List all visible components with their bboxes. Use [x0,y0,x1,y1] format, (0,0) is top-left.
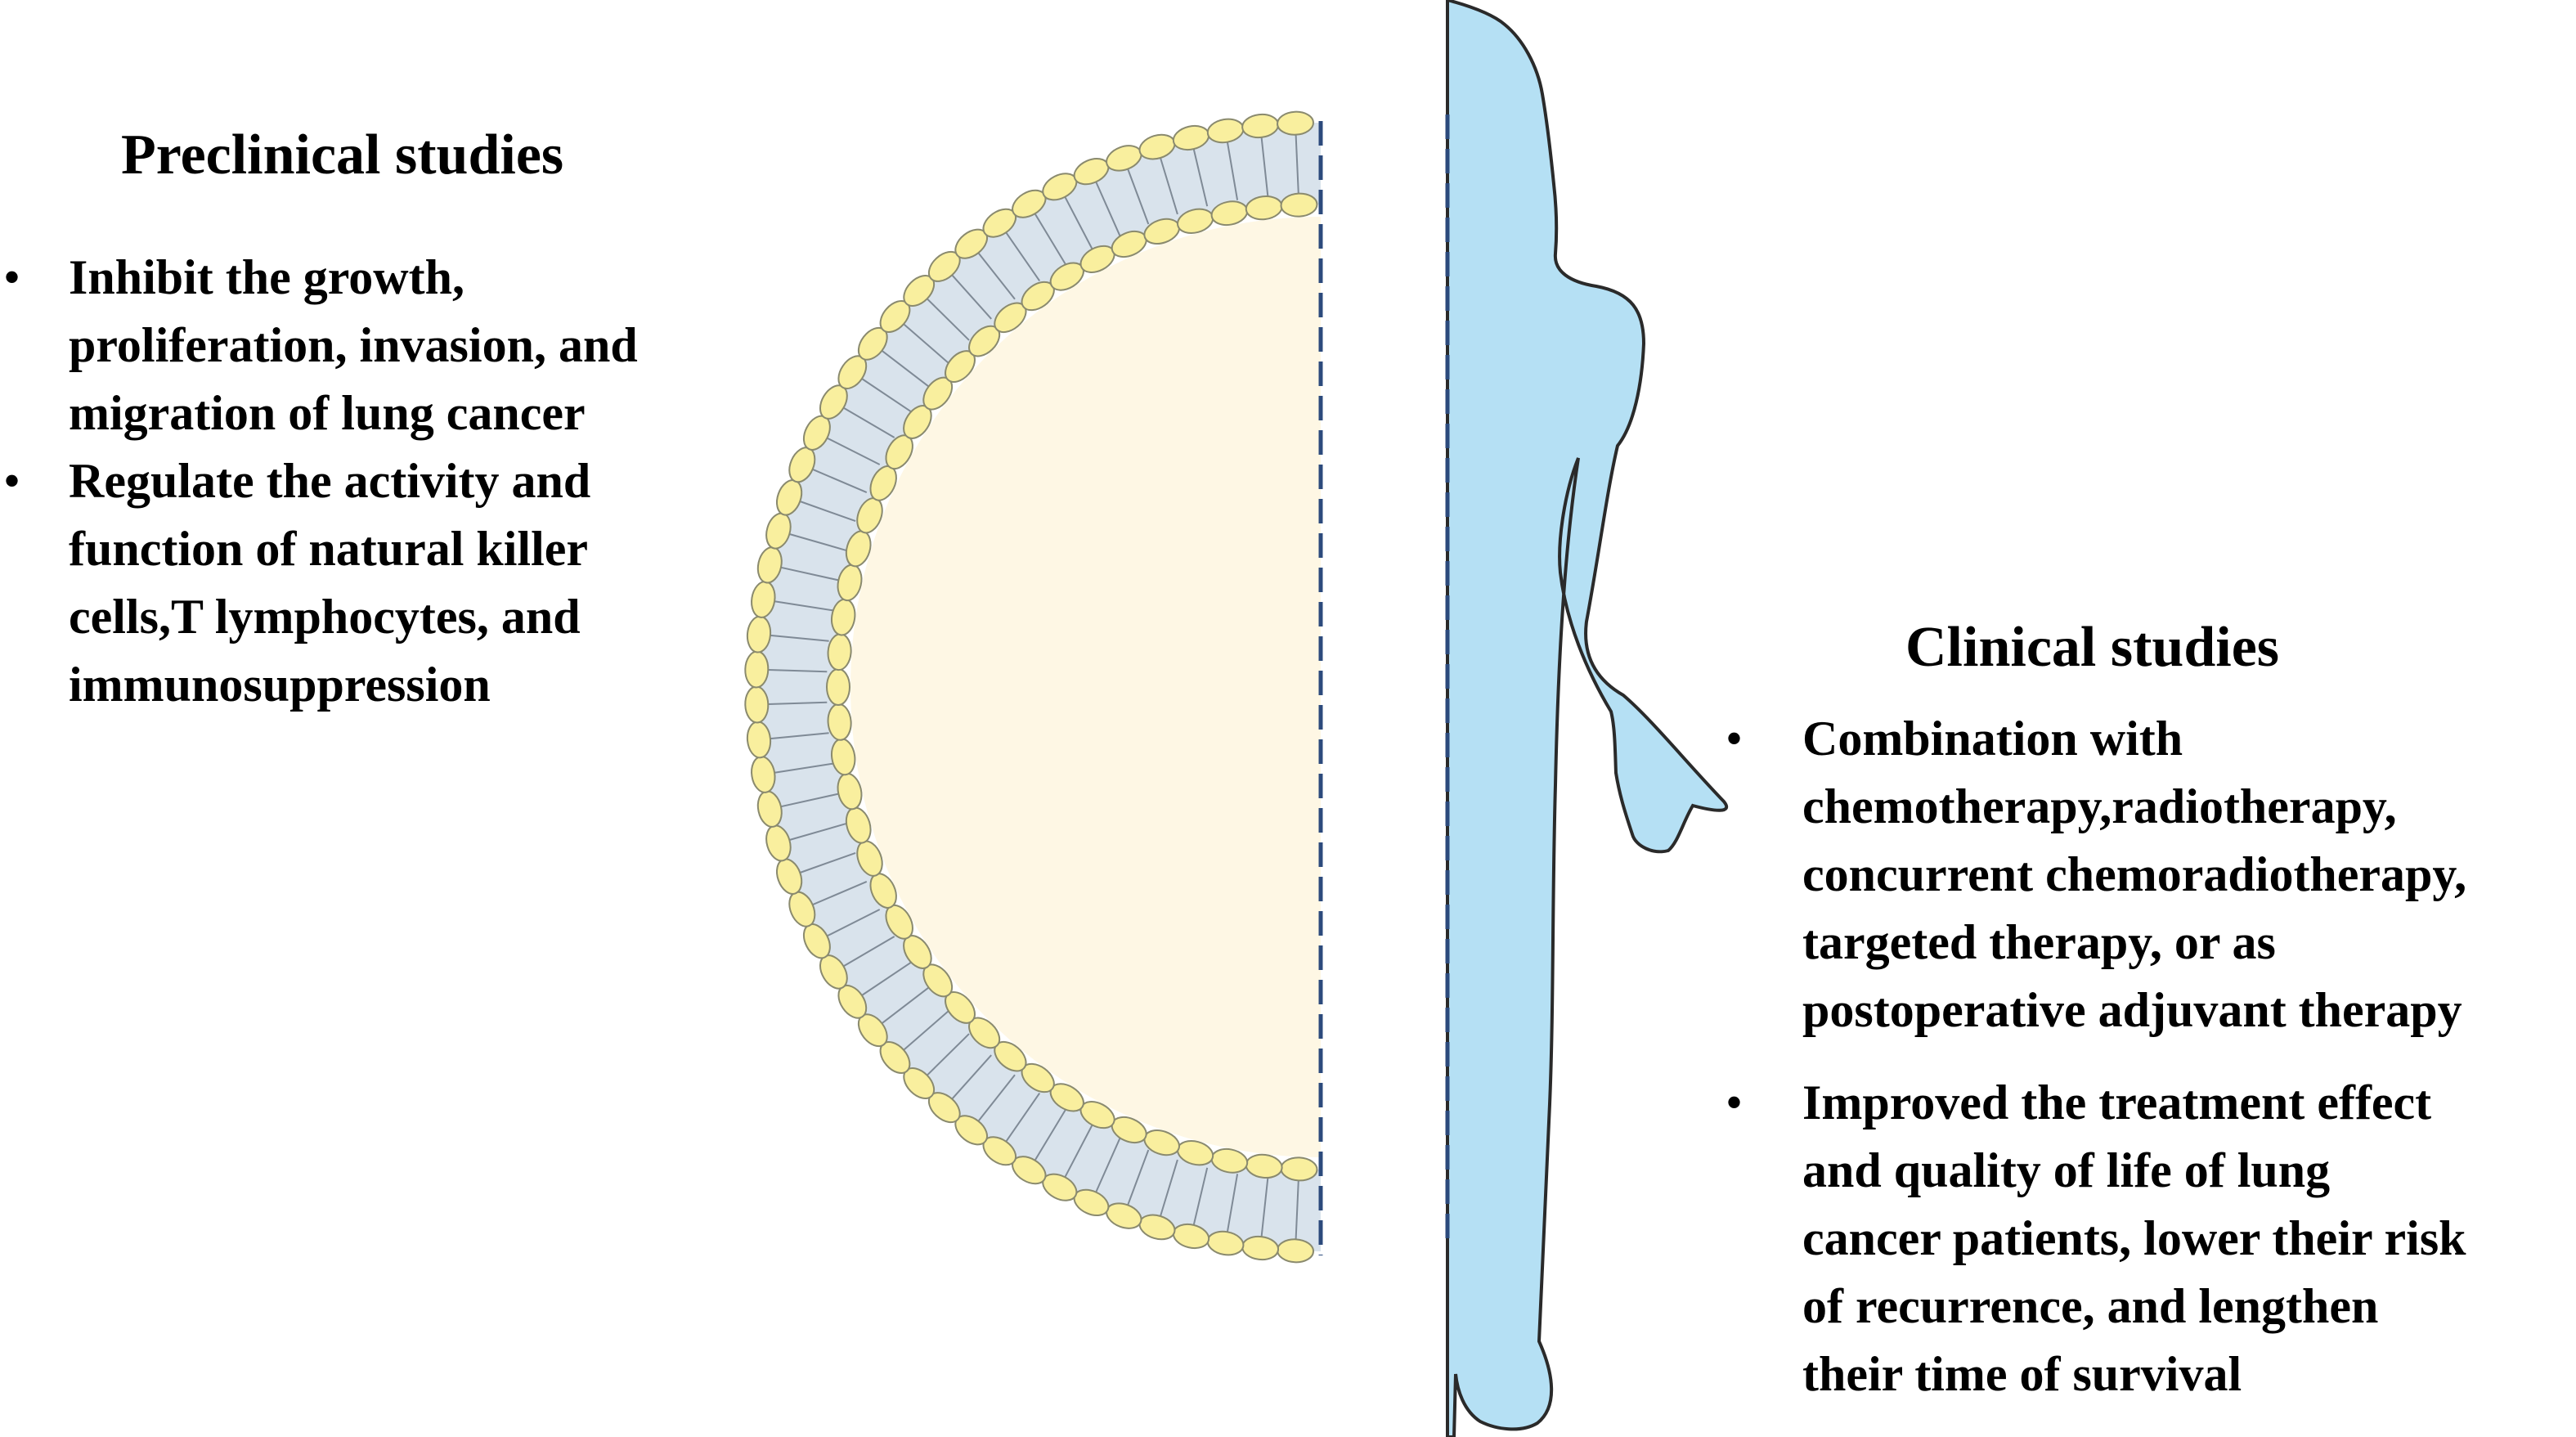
lipid-tail [812,468,868,494]
lipid-tail [1260,137,1269,196]
bullet-icon: • [3,454,21,508]
text-line: and quality of life of lung [1802,1143,2331,1197]
lipid-tail [977,1074,1016,1122]
lipid-head [1277,1238,1314,1264]
text-line: cells,T lymphocytes, and [69,590,581,644]
lipid-tail [1005,1093,1041,1143]
lipid-tail [1192,1167,1209,1226]
human-body-silhouette [1446,0,1729,1437]
text-line: Combination with [1802,712,2183,766]
lipid-tail [1192,148,1209,207]
lipid-tail-band [756,123,1322,1251]
lipid-tail [789,823,846,841]
lipid-tail [1064,1125,1093,1178]
preclinical-item-2: • Regulate the activity and function of … [3,447,638,719]
lipid-tail [1095,181,1121,236]
lipid-tail [951,1054,992,1100]
lipid-tails [768,134,1299,1240]
lipid-tail [1127,1149,1150,1206]
text-line: migration of lung cancer [69,386,586,440]
text-line: postoperative adjuvant therapy [1802,983,2462,1037]
preclinical-item-1: • Inhibit the growth, proliferation, inv… [3,244,638,447]
liposome-half-icon [744,110,1322,1264]
human-body-icon [1446,0,1729,1437]
liposome-core [850,217,1321,1157]
lipid-tail [926,1033,970,1076]
lipid-tail [799,851,856,873]
lipid-tail [812,880,868,906]
lipid-head [826,668,850,706]
text-line: targeted therapy, or as [1802,915,2276,969]
text-line: of recurrence, and lengthen [1802,1279,2379,1333]
lipid-tail [951,274,992,320]
lipid-tail [780,793,839,808]
lipid-tail [1295,1180,1299,1240]
lipid-tail [903,1010,949,1051]
lipid-tail [770,634,829,642]
lipid-tail [799,501,856,523]
text-line: function of natural killer [69,522,589,576]
bullet-icon: • [3,250,21,304]
lipid-tail [977,252,1016,300]
text-line: Inhibit the growth, [69,250,464,304]
text-line: concurrent chemoradiotherapy, [1802,847,2467,901]
preclinical-bullet-list: • Inhibit the growth, proliferation, inv… [3,244,638,719]
text-line: proliferation, invasion, and [69,318,638,372]
lipid-tail [1295,134,1299,194]
lipid-head [1280,1156,1318,1182]
lipid-tail [1064,196,1093,249]
lipid-tail [1034,1109,1066,1161]
lipid-tail [1160,1159,1178,1217]
lipid-tail [768,701,828,705]
lipid-tail [926,298,970,341]
text-line: Improved the treatment effect [1802,1076,2432,1129]
lipid-tail [774,600,833,612]
lipid-tail [826,437,881,465]
divider-lines [1318,115,1450,1255]
lipid-tail [842,936,895,968]
lipid-tail [903,323,949,364]
clinical-item-2: • Improved the treatment effect and qual… [1726,1069,2466,1408]
lipid-tail [881,350,930,388]
lipid-tail [770,732,829,740]
clinical-item-1: • Combination with chemotherapy,radiothe… [1726,705,2467,1044]
lipid-tail [861,378,912,412]
clinical-bullet-list: • Combination with chemotherapy,radiothe… [1726,705,2467,1408]
lipid-tail [1095,1138,1121,1193]
lipid-tail [1226,141,1239,200]
lipid-tail [1127,168,1150,225]
bullet-icon: • [1726,1076,1744,1129]
lipid-tail [768,669,828,673]
lipid-tail [1226,1174,1239,1233]
lipid-tail [1160,157,1178,215]
lipid-head [744,685,770,724]
lipid-tail [1034,213,1066,265]
lipid-head [1277,110,1314,136]
text-line: Regulate the activity and [69,454,591,508]
lipid-tail [826,909,881,937]
lipid-tail [881,986,930,1024]
bullet-icon: • [1726,712,1744,766]
preclinical-heading: Preclinical studies [121,123,564,186]
lipid-tail [780,566,839,582]
lipid-tail [842,406,895,438]
text-line: their time of survival [1802,1347,2242,1401]
lipid-head [1280,192,1318,218]
clinical-heading: Clinical studies [1905,616,2280,679]
lipid-tail [1005,231,1041,281]
lipid-tail [774,762,833,774]
lipid-tail [789,533,846,551]
text-line: immunosuppression [69,658,491,712]
text-line: cancer patients, lower their risk [1802,1211,2466,1265]
text-line: chemotherapy,radiotherapy, [1802,779,2397,833]
lipid-tail [861,962,912,996]
lipid-tail [1260,1178,1269,1237]
lipid-heads [744,110,1318,1264]
lipid-head [744,650,770,689]
